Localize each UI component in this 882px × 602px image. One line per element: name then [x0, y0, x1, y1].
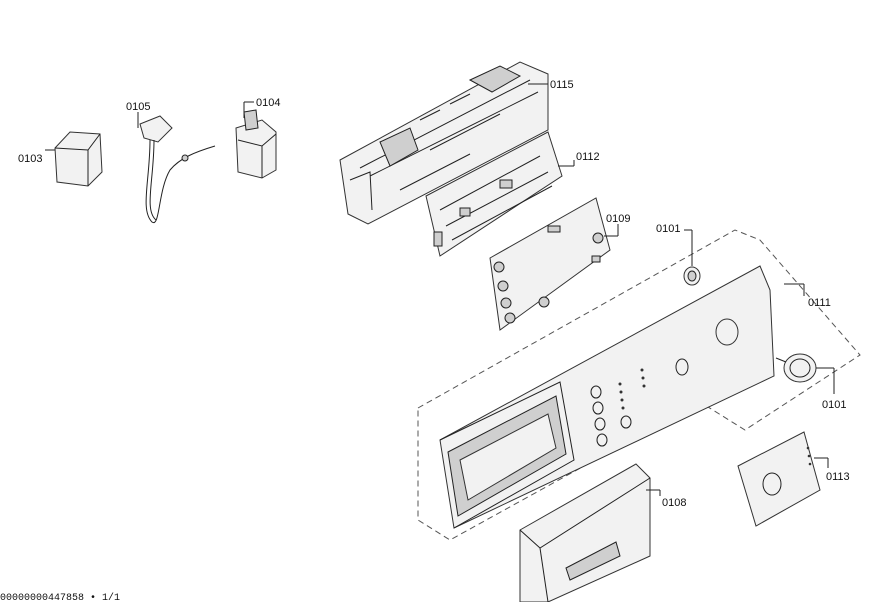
callout-0101-top: 0101: [656, 223, 680, 235]
part-0105-mains-cable: [139, 115, 216, 223]
part-0111-control-panel: [439, 265, 775, 529]
part-0113-panel-foil: [737, 431, 821, 527]
callout-0115: 0115: [550, 79, 574, 91]
callout-0112: 0112: [576, 151, 600, 163]
callout-0101-right: 0101: [822, 399, 846, 411]
panel-leds: [618, 368, 646, 410]
callout-0113: 0113: [826, 471, 850, 483]
callout-0104: 0104: [256, 97, 280, 109]
callout-0111: 0111: [808, 297, 831, 309]
panel-buttons: [590, 385, 632, 447]
part-0109-control-pcb: [489, 197, 611, 331]
part-0101-knob-top: [683, 266, 701, 286]
part-0115-module-housing: [339, 61, 549, 225]
drawing-footer: 00000000447858 • 1/1: [0, 592, 120, 602]
callout-0103: 0103: [18, 153, 42, 165]
panel-assembly-dashed-outline: [417, 229, 861, 541]
part-0104-filter: [235, 109, 277, 179]
callout-0109: 0109: [606, 213, 630, 225]
part-0101-knob-right: [775, 353, 817, 383]
part-0112-main-pcb: [425, 131, 563, 257]
part-0103-capacitor-box: [54, 131, 103, 187]
part-0108-drawer-handle: [519, 463, 651, 602]
callout-0108: 0108: [662, 497, 686, 509]
callout-0105: 0105: [126, 101, 150, 113]
